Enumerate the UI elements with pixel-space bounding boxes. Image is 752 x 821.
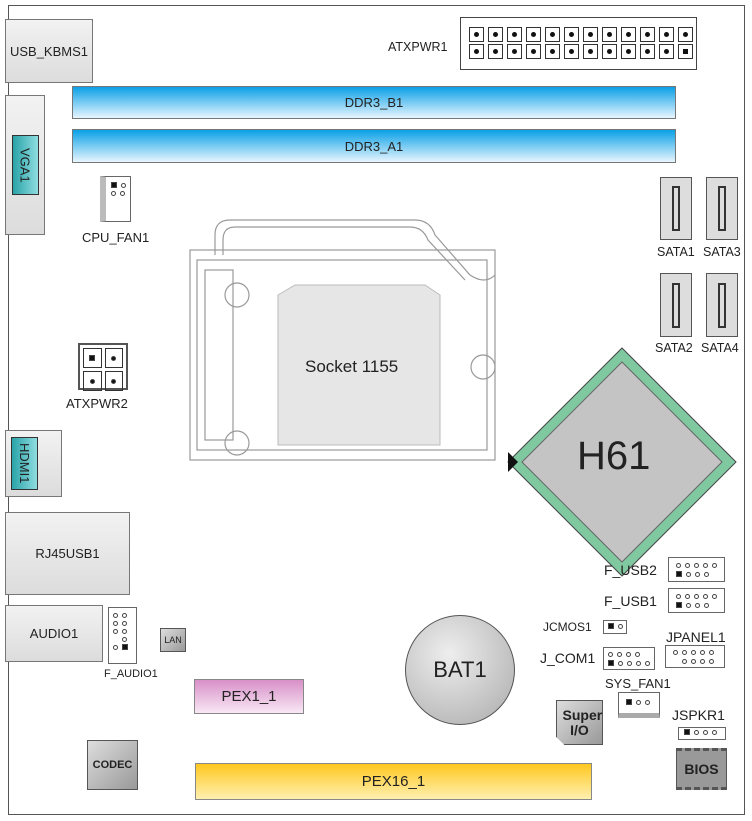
jpanel-header bbox=[665, 645, 725, 668]
hdmi-port: HDMI1 bbox=[5, 430, 62, 497]
motherboard-outline bbox=[8, 5, 745, 815]
f-usb1-header bbox=[668, 588, 725, 613]
cpu-fan-label: CPU_FAN1 bbox=[82, 230, 150, 245]
atx-pin bbox=[640, 44, 655, 59]
sata2-connector bbox=[660, 273, 692, 337]
atx-pin bbox=[678, 44, 693, 59]
sys-fan-label: SYS_FAN1 bbox=[605, 676, 671, 691]
atx-pin bbox=[602, 27, 617, 42]
bios-chip: BIOS bbox=[676, 748, 727, 790]
atx-pin bbox=[488, 44, 503, 59]
sata1-connector bbox=[660, 177, 692, 240]
sata1-label: SATA1 bbox=[657, 245, 695, 259]
battery-label: BAT1 bbox=[433, 657, 487, 682]
ddr3-a1-label: DDR3_A1 bbox=[344, 138, 404, 154]
lan-label: LAN bbox=[164, 635, 182, 645]
atx-pin bbox=[583, 44, 598, 59]
sata4-label: SATA4 bbox=[701, 341, 739, 355]
pex16-slot: PEX16_1 bbox=[195, 763, 592, 800]
sata3-connector bbox=[706, 177, 738, 240]
sata2-label: SATA2 bbox=[655, 341, 693, 355]
ddr3-b1-label: DDR3_B1 bbox=[344, 95, 404, 110]
atx-pin bbox=[564, 44, 579, 59]
atx-pin bbox=[469, 27, 484, 42]
rj45-usb-label: RJ45USB1 bbox=[35, 546, 100, 561]
sata4-connector bbox=[706, 273, 738, 337]
atx-pin bbox=[507, 44, 522, 59]
codec-label: CODEC bbox=[92, 759, 133, 771]
vga-port: VGA1 bbox=[5, 95, 45, 235]
atx-pin bbox=[602, 44, 617, 59]
ddr3-a1-slot: DDR3_A1 bbox=[72, 129, 676, 163]
atx-pin bbox=[488, 27, 503, 42]
ddr3-b1-slot: DDR3_B1 bbox=[72, 86, 676, 119]
vga-label: VGA1 bbox=[17, 147, 33, 183]
atx-pin bbox=[678, 27, 693, 42]
atxpwr2-connector bbox=[78, 343, 128, 391]
jspkr-label: JSPKR1 bbox=[672, 707, 725, 723]
atx-pin bbox=[469, 44, 484, 59]
sata3-label: SATA3 bbox=[703, 245, 741, 259]
battery: BAT1 bbox=[405, 615, 515, 725]
atx-pin bbox=[640, 27, 655, 42]
atxpwr1-connector bbox=[460, 17, 697, 70]
audio-port: AUDIO1 bbox=[5, 605, 103, 662]
atx-pin bbox=[583, 27, 598, 42]
cpu-fan-connector bbox=[100, 176, 131, 222]
super-io-label: Super I/O bbox=[562, 706, 603, 738]
j-com-label: J_COM1 bbox=[540, 650, 596, 666]
f-usb2-label: F_USB2 bbox=[604, 562, 657, 578]
atx-pin bbox=[659, 44, 674, 59]
h61-chipset bbox=[507, 347, 737, 577]
atx-pin bbox=[659, 27, 674, 42]
atx-pin bbox=[621, 27, 636, 42]
hdmi-label: HDMI1 bbox=[17, 443, 32, 484]
bios-label: BIOS bbox=[684, 761, 719, 777]
lan-chip: LAN bbox=[160, 628, 186, 652]
codec-chip: CODEC bbox=[87, 740, 138, 790]
pex1-label: PEX1_1 bbox=[221, 688, 277, 705]
jcmos-label: JCMOS1 bbox=[543, 620, 592, 634]
f-usb2-header bbox=[668, 557, 725, 582]
atx-pin bbox=[564, 27, 579, 42]
pex16-label: PEX16_1 bbox=[361, 773, 426, 790]
pex1-slot: PEX1_1 bbox=[194, 679, 304, 714]
j-com-header bbox=[603, 647, 655, 670]
f-usb1-label: F_USB1 bbox=[604, 593, 657, 609]
f-audio-header bbox=[108, 607, 137, 664]
atx-pin bbox=[507, 27, 522, 42]
jpanel-label: JPANEL1 bbox=[666, 629, 726, 645]
atx-pin bbox=[545, 27, 560, 42]
atx-pin bbox=[526, 44, 541, 59]
atxpwr1-label: ATXPWR1 bbox=[388, 40, 448, 54]
usb-kbms-label: USB_KBMS1 bbox=[9, 43, 89, 59]
cpu-socket bbox=[189, 219, 496, 461]
atx-pin bbox=[545, 44, 560, 59]
h61-label: H61 bbox=[577, 434, 651, 478]
usb-kbms-port: USB_KBMS1 bbox=[5, 19, 93, 83]
jspkr-header bbox=[678, 727, 726, 740]
atxpwr2-label: ATXPWR2 bbox=[66, 396, 128, 411]
jcmos-jumper[interactable] bbox=[603, 620, 627, 634]
audio-label: AUDIO1 bbox=[29, 626, 79, 641]
atx-pin bbox=[526, 27, 541, 42]
socket-label: Socket 1155 bbox=[305, 357, 399, 376]
f-audio-label: F_AUDIO1 bbox=[104, 668, 158, 680]
sys-fan-connector bbox=[618, 692, 660, 718]
rj45-usb-port: RJ45USB1 bbox=[5, 512, 130, 595]
super-io-chip: Super I/O bbox=[556, 700, 603, 745]
atx-pin bbox=[621, 44, 636, 59]
